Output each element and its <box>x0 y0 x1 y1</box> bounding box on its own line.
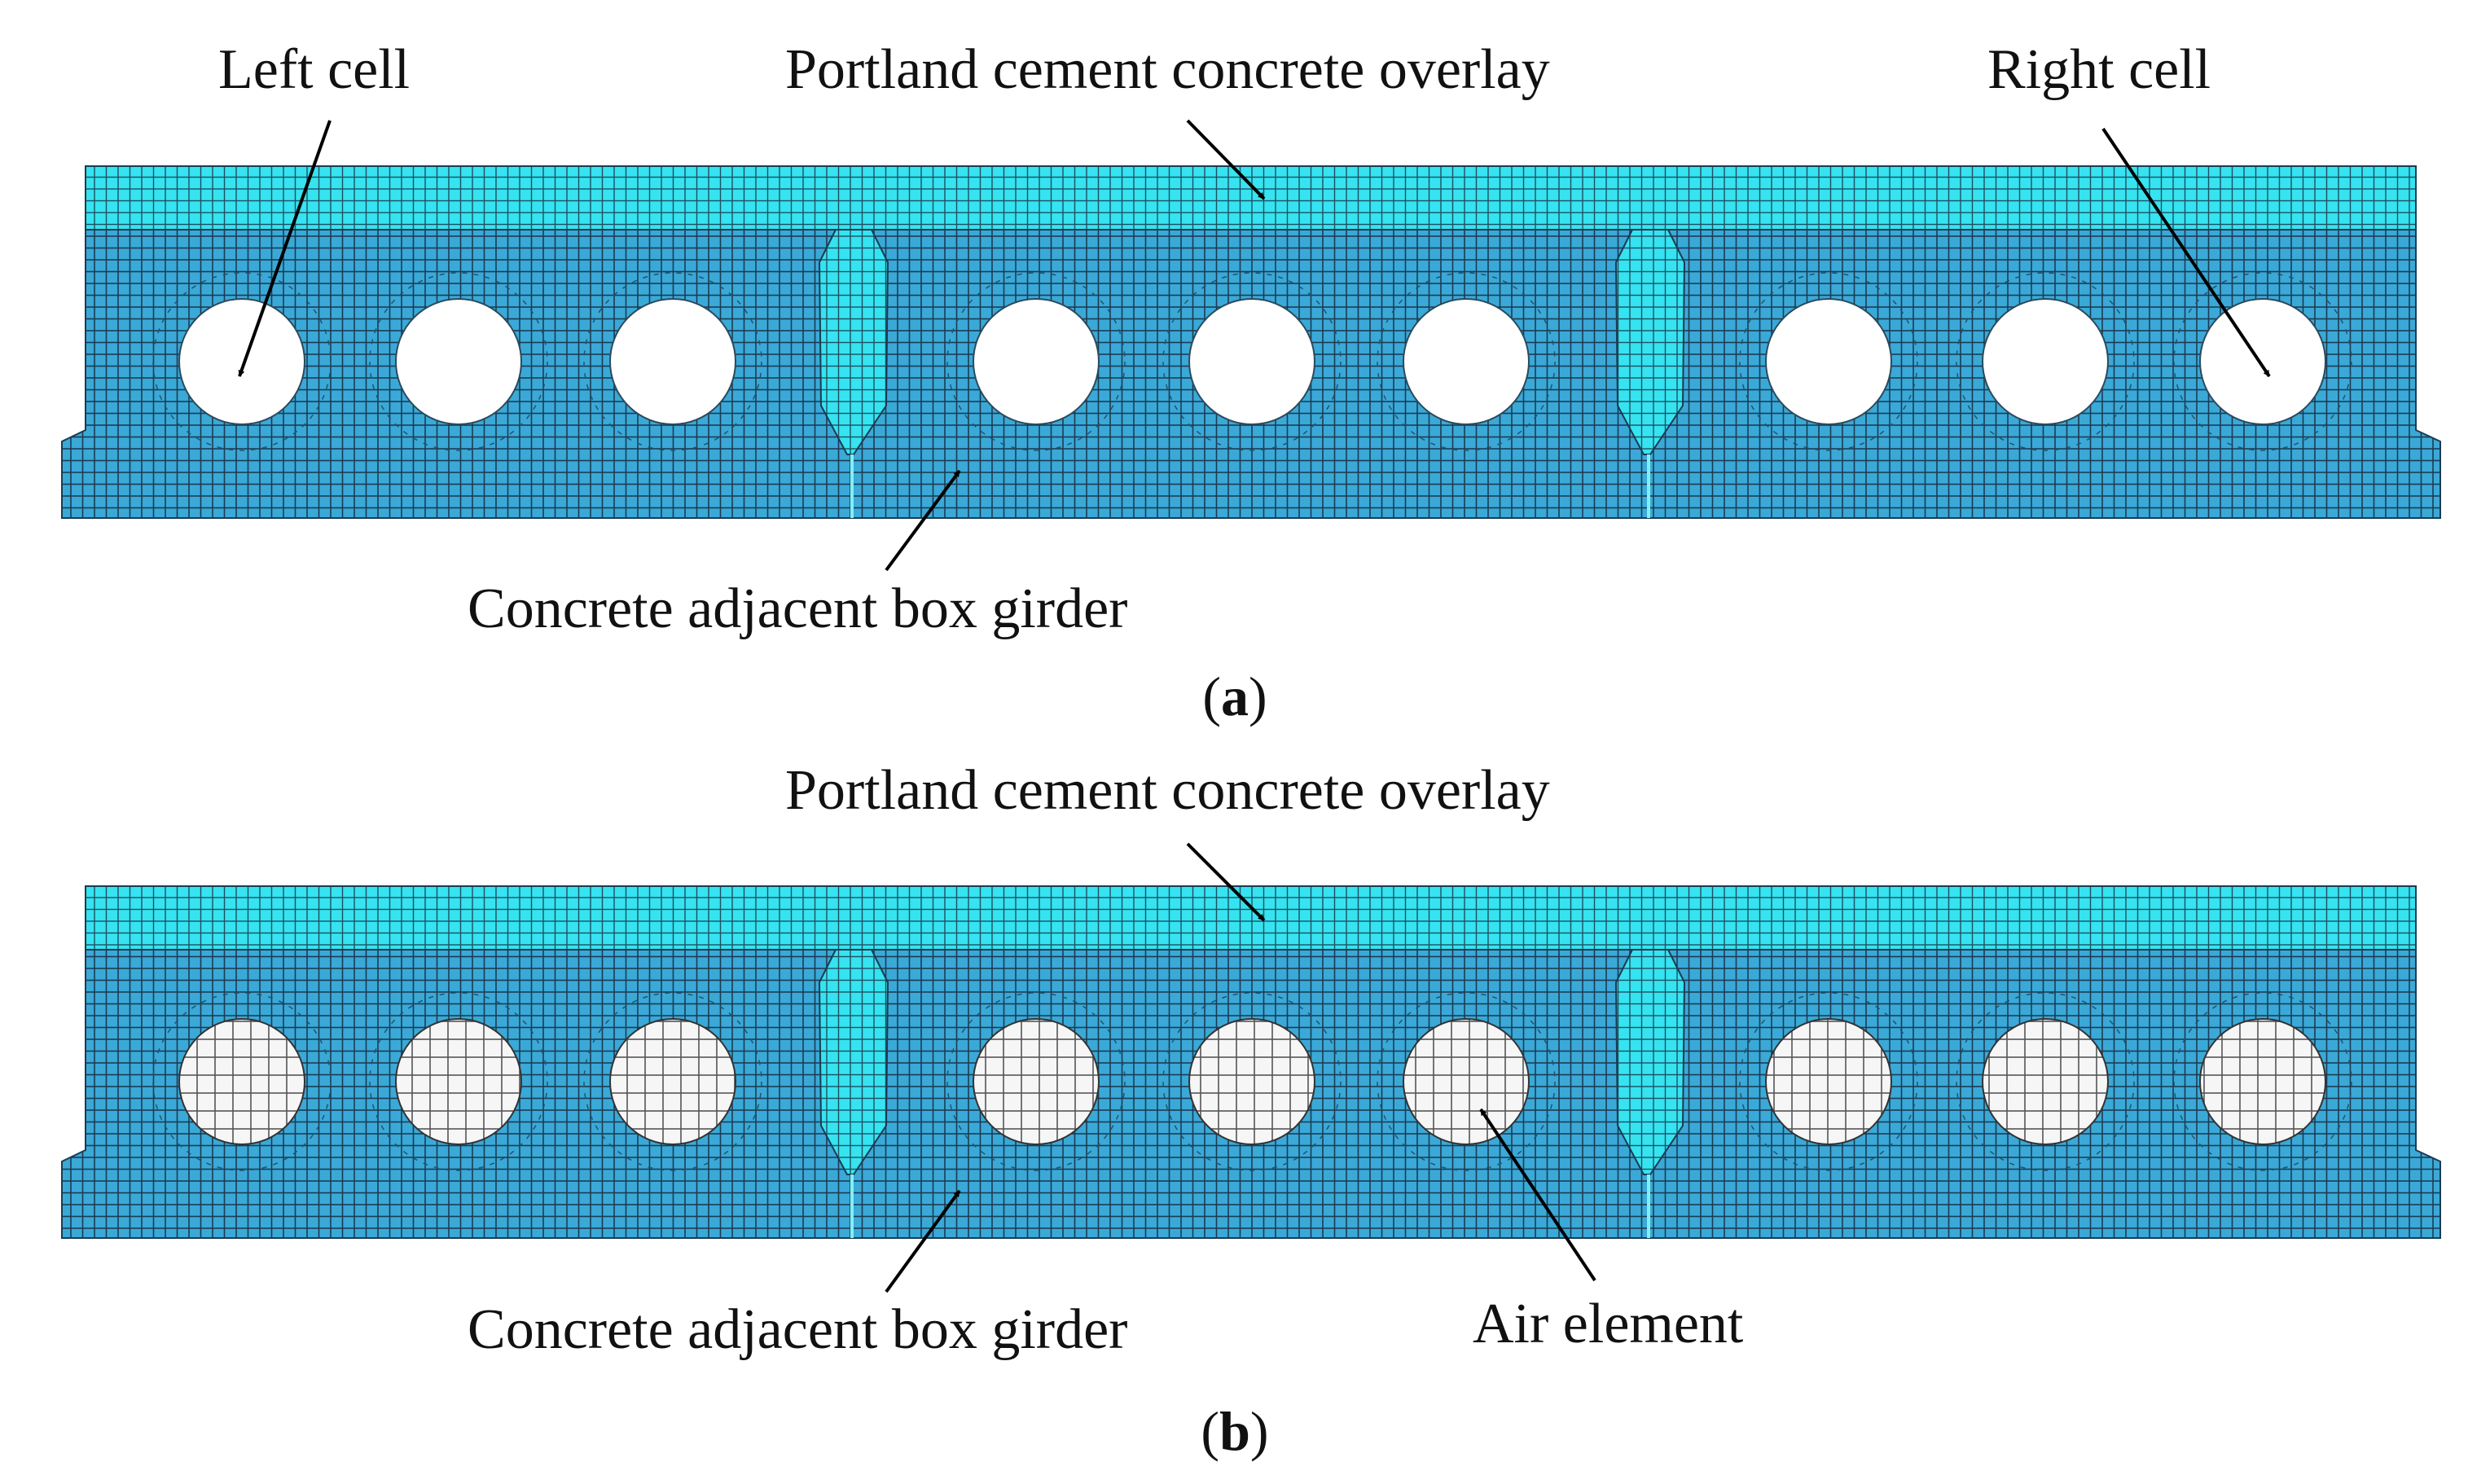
air-element-mesh <box>1983 1019 2108 1144</box>
cell-ring-mesh <box>152 992 332 1171</box>
overlay-arrow <box>1186 842 1266 922</box>
cell-ring-mesh <box>946 272 1126 451</box>
overlay-outline <box>85 165 2417 231</box>
air-element-mesh <box>179 1019 305 1144</box>
cell-void <box>973 298 1100 425</box>
cell-ring-mesh <box>369 992 548 1171</box>
cell-ring-mesh <box>2173 992 2352 1171</box>
air-element-mesh <box>396 1019 521 1144</box>
shear-key-mesh <box>819 950 888 1174</box>
air-element-mesh <box>1189 1019 1315 1144</box>
overlay-outline <box>85 885 2417 951</box>
air-element-outline <box>1188 1018 1315 1145</box>
cell-void <box>178 298 305 425</box>
air-element-mesh <box>1766 1019 1891 1144</box>
girder-section <box>61 842 2441 1293</box>
shear-key-mesh <box>1616 950 1684 1174</box>
shear-key-mesh <box>1616 230 1684 454</box>
overlay-mesh <box>86 166 2416 230</box>
cell-ring-mesh <box>1956 992 2135 1171</box>
girder-arrow <box>885 469 961 572</box>
air-element-label: Air element <box>1473 1293 1744 1355</box>
cell-ring-mesh <box>1739 992 1918 1171</box>
girder-label: Concrete adjacent box girder <box>468 1298 1127 1361</box>
cell-ring-mesh <box>369 272 548 451</box>
cell-ring-mesh <box>1956 272 2135 451</box>
girder-label: Concrete adjacent box girder <box>468 577 1127 640</box>
panel-a: Left cell Portland cement concrete overl… <box>61 38 2441 727</box>
air-element-outline <box>1982 1018 2109 1145</box>
cell-ring-mesh <box>2173 272 2352 451</box>
panel-b: Portland cement concrete overlay Concret… <box>61 759 2441 1462</box>
left-cell-arrow <box>238 120 332 377</box>
cell-void <box>1188 298 1315 425</box>
cell-void <box>1982 298 2109 425</box>
air-element-outline <box>2199 1018 2326 1145</box>
air-element-mesh <box>2200 1019 2325 1144</box>
overlay-mesh <box>86 886 2416 950</box>
air-element-outline <box>973 1018 1100 1145</box>
air-element-arrow <box>1479 1108 1596 1282</box>
air-element-mesh <box>1403 1019 1529 1144</box>
cell-ring-mesh <box>1162 272 1342 451</box>
girder-arrow <box>885 1189 961 1293</box>
cell-void <box>609 298 736 425</box>
right-cell-arrow <box>2101 127 2271 378</box>
cell-void <box>1765 298 1892 425</box>
right-cell-label: Right cell <box>1987 38 2211 101</box>
girder-section <box>61 119 2441 572</box>
overlay-arrow <box>1186 119 1266 200</box>
cell-ring-mesh <box>946 992 1126 1171</box>
cell-ring-mesh <box>583 272 762 451</box>
air-element-outline <box>1765 1018 1892 1145</box>
cell-ring-mesh <box>583 992 762 1171</box>
air-element-mesh <box>973 1019 1099 1144</box>
cell-ring-mesh <box>1739 272 1918 451</box>
overlay-label: Portland cement concrete overlay <box>785 38 1550 101</box>
air-element-outline <box>609 1018 736 1145</box>
air-element-outline <box>395 1018 522 1145</box>
panel-b-label: (b) <box>1201 1400 1268 1462</box>
girder-outline <box>61 229 2441 519</box>
cell-void <box>2199 298 2326 425</box>
air-element-mesh <box>610 1019 736 1144</box>
cell-ring-mesh <box>1377 272 1556 451</box>
air-element-outline <box>178 1018 305 1145</box>
shear-key-mesh <box>819 230 888 454</box>
left-cell-label: Left cell <box>218 38 410 101</box>
girder-outline <box>61 949 2441 1239</box>
cell-ring-mesh <box>152 272 332 451</box>
panel-a-label: (a) <box>1202 665 1267 727</box>
air-element-outline <box>1403 1018 1530 1145</box>
cell-ring-mesh <box>1162 992 1342 1171</box>
cell-void <box>1403 298 1530 425</box>
cell-ring-mesh <box>1377 992 1556 1171</box>
cell-void <box>395 298 522 425</box>
overlay-label: Portland cement concrete overlay <box>785 759 1550 822</box>
